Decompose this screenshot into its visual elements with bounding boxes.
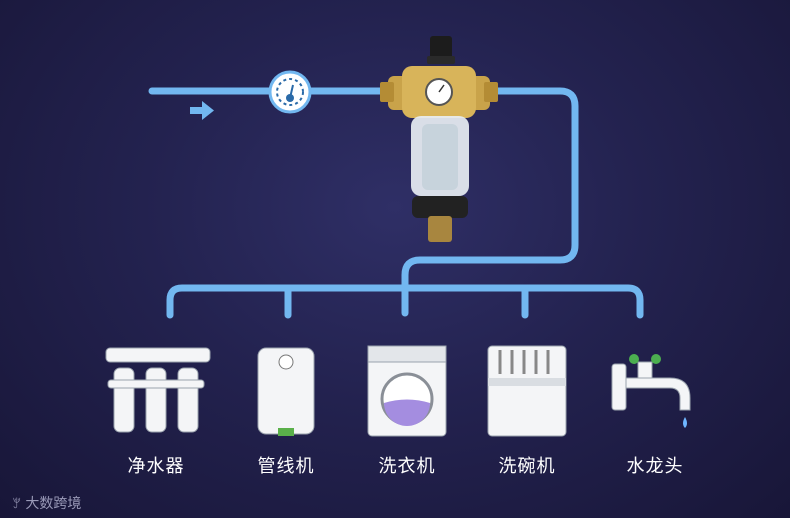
distribution-pipe [166, 284, 644, 319]
water-pipes [148, 87, 644, 319]
watermark: ꂖ 大数跨境 [12, 493, 81, 513]
watermark-text: 大数跨境 [25, 496, 82, 512]
watermark-logo-icon: ꂖ [12, 497, 22, 511]
meter-icon [268, 70, 312, 114]
flow-arrow-icon [190, 101, 214, 120]
dishwasher-icon [487, 345, 567, 437]
washing-machine-icon [367, 345, 447, 437]
outlet-pipe [401, 87, 579, 317]
appliance-label-washer: 洗衣机 [378, 456, 436, 477]
appliance-label-dishwasher: 洗碗机 [498, 456, 556, 477]
ro-purifier-icon [105, 347, 211, 433]
appliance-label-faucet: 水龙头 [626, 456, 684, 477]
pipeline-dispenser-icon [257, 347, 315, 436]
faucet-icon [611, 354, 691, 428]
pre-filter-icon [380, 36, 498, 242]
appliance-label-dispenser: 管线机 [257, 456, 315, 477]
appliance-label-purifier: 净水器 [127, 456, 185, 477]
